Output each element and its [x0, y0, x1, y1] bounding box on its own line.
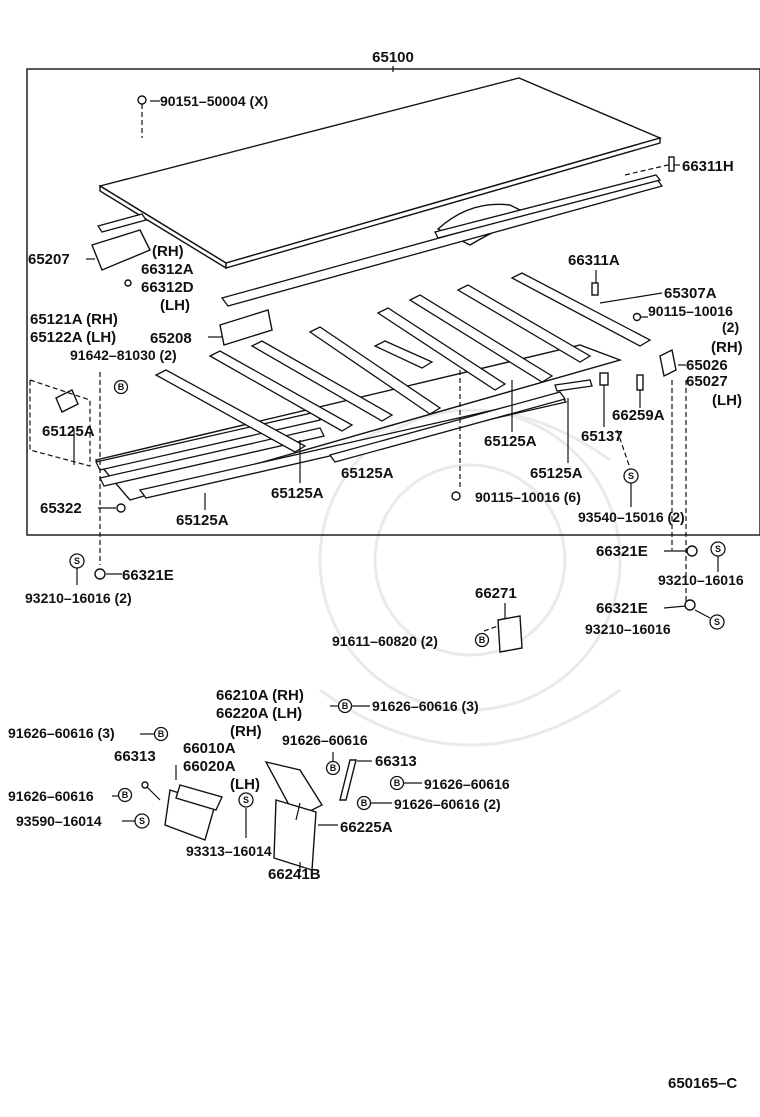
label-93210-16016-right-2: 93210–16016	[585, 621, 671, 637]
svg-text:S: S	[714, 617, 720, 627]
label-66220a: 66220A (LH)	[216, 705, 302, 722]
bolt-90151	[137, 95, 147, 138]
label-lh-1: (LH)	[160, 297, 190, 314]
label-66313-right: 66313	[375, 753, 417, 770]
svg-text:S: S	[628, 471, 634, 481]
svg-text:B: B	[361, 798, 368, 808]
bracket-65026	[659, 348, 677, 378]
label-91626-60616-r2: 91626–60616 (2)	[394, 796, 501, 812]
svg-text:S: S	[715, 544, 721, 554]
svg-text:B: B	[330, 763, 337, 773]
label-65208: 65208	[150, 330, 192, 347]
label-66010a: 66010A	[183, 740, 236, 757]
label-lh-3: (LH)	[230, 776, 260, 793]
clip-66311h	[668, 156, 675, 172]
label-66312d: 66312D	[141, 279, 194, 296]
nut-66321e-left	[94, 568, 106, 580]
label-66210a: 66210A (RH)	[216, 687, 304, 704]
label-rh-3: (RH)	[230, 723, 262, 740]
bracket-66271	[497, 615, 523, 653]
label-90115-10016-b: 90115–10016 (6)	[475, 489, 581, 505]
label-91626-60616-left: 91626–60616	[8, 788, 94, 804]
nut-66321e-right-2	[684, 599, 696, 611]
label-91642-81030: 91642–81030 (2)	[70, 347, 177, 363]
label-66313-left: 66313	[114, 748, 156, 765]
svg-text:B: B	[118, 382, 125, 392]
svg-text:S: S	[139, 816, 145, 826]
bracket-65208	[219, 309, 273, 346]
label-65125a-3: 65125A	[530, 465, 583, 482]
label-93210-16016-left: 93210–16016 (2)	[25, 590, 132, 606]
label-66241b: 66241B	[268, 866, 321, 883]
label-93313-16014: 93313–16014	[186, 843, 272, 859]
label-65125a-5: 65125A	[271, 485, 324, 502]
svg-text:B: B	[479, 635, 486, 645]
label-91626-60616-top: 91626–60616 (3)	[372, 698, 479, 714]
label-66020a: 66020A	[183, 758, 236, 775]
svg-text:S: S	[74, 556, 80, 566]
label-91626-60616-r1: 91626–60616	[424, 776, 510, 792]
label-66225a: 66225A	[340, 819, 393, 836]
label-rh-1: (RH)	[152, 243, 184, 260]
label-rh-2: (RH)	[711, 339, 743, 356]
label-93590-16014: 93590–16014	[16, 813, 102, 829]
label-65026: 65026	[686, 357, 728, 374]
label-91626-60616-left-3: 91626–60616 (3)	[8, 725, 115, 741]
label-65125a-2: 65125A	[484, 433, 537, 450]
svg-text:B: B	[122, 790, 129, 800]
label-90151-50004: 90151–50004 (X)	[160, 93, 268, 109]
label-65122a: 65122A (LH)	[30, 329, 116, 346]
label-65125a-6: 65125A	[176, 512, 229, 529]
label-lh-2: (LH)	[712, 392, 742, 409]
label-65121a: 65121A (RH)	[30, 311, 118, 328]
svg-text:S: S	[243, 795, 249, 805]
label-66259a: 66259A	[612, 407, 665, 424]
label-65125a-1: 65125A	[42, 423, 95, 440]
label-91626-60616-mid: 91626–60616	[282, 732, 368, 748]
svg-text:B: B	[158, 729, 165, 739]
assembly-number: 65100	[372, 49, 414, 66]
bolt-65322	[116, 503, 126, 513]
label-65137: 65137	[581, 428, 623, 445]
label-93210-16016-right-1: 93210–16016	[658, 572, 744, 588]
label-65125a-4: 65125A	[341, 465, 394, 482]
cross-members	[154, 272, 652, 453]
label-66271: 66271	[475, 585, 517, 602]
hinge-assembly-right	[264, 759, 357, 871]
figure-code: 650165–C	[668, 1075, 737, 1092]
label-65322: 65322	[40, 500, 82, 517]
svg-text:B: B	[342, 701, 349, 711]
label-65027: 65027	[686, 373, 728, 390]
upper-rail	[96, 174, 664, 307]
label-91611-60820: 91611–60820 (2)	[332, 633, 438, 649]
label-66311a: 66311A	[568, 252, 620, 269]
assembly-frame	[26, 68, 760, 536]
svg-text:B: B	[394, 778, 401, 788]
label-66321e-right-1: 66321E	[596, 543, 648, 560]
hinge-assembly-left	[141, 765, 223, 841]
bolt-90115-b	[451, 491, 461, 501]
label-66321e-left: 66321E	[122, 567, 174, 584]
label-93540-15016: 93540–15016 (2)	[578, 509, 685, 525]
nut-66321e-right-1	[686, 545, 698, 557]
label-90115-10016-a: 90115–10016	[648, 303, 733, 319]
label-65307a: 65307A	[664, 285, 717, 302]
clip-65121a	[55, 389, 79, 413]
label-66311h: 66311H	[682, 158, 734, 175]
label-90115-10016-a-qty: (2)	[722, 319, 739, 335]
bracket-65207	[91, 229, 151, 271]
label-65207: 65207	[28, 251, 70, 268]
watermark-emblem	[318, 408, 622, 747]
label-66312a: 66312A	[141, 261, 194, 278]
label-66321e-right-2: 66321E	[596, 600, 648, 617]
